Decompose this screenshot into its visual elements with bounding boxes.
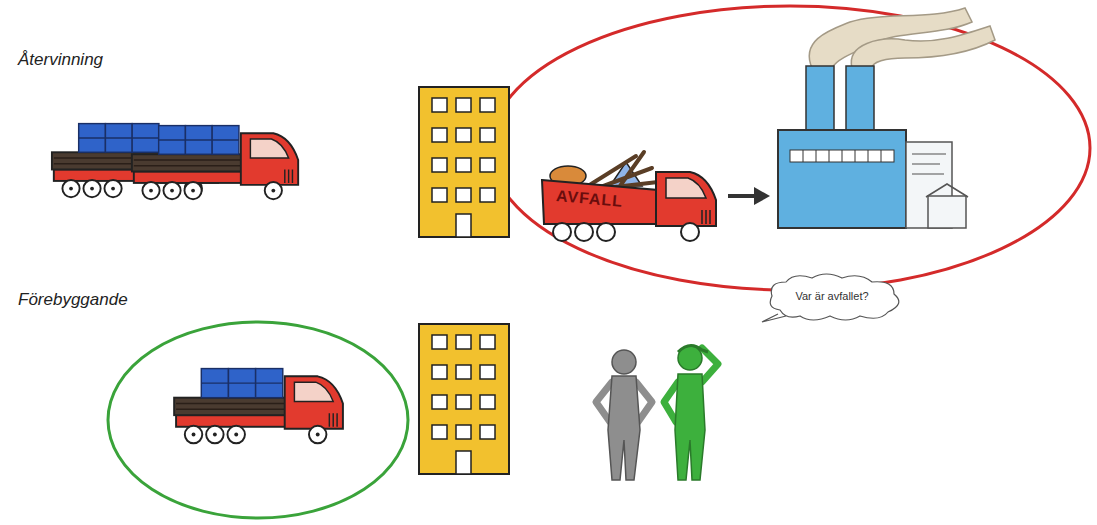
row-heading: Förebyggande [18,290,128,310]
building [419,87,509,237]
waste-truck [542,152,716,241]
process-arrow [728,187,770,205]
truck [174,369,343,444]
recycling-ellipse [490,6,1090,290]
bubble-text: Var är avfallet? [795,290,868,306]
speech-bubble: Var är avfallet? [756,270,908,326]
building [419,324,509,474]
truck [132,126,298,200]
green-person [664,345,718,480]
grey-person [596,350,652,480]
factory [778,8,995,228]
cloud-outline [762,274,899,322]
row-heading: Återvinning [18,50,103,70]
prevention-ellipse [108,322,408,518]
